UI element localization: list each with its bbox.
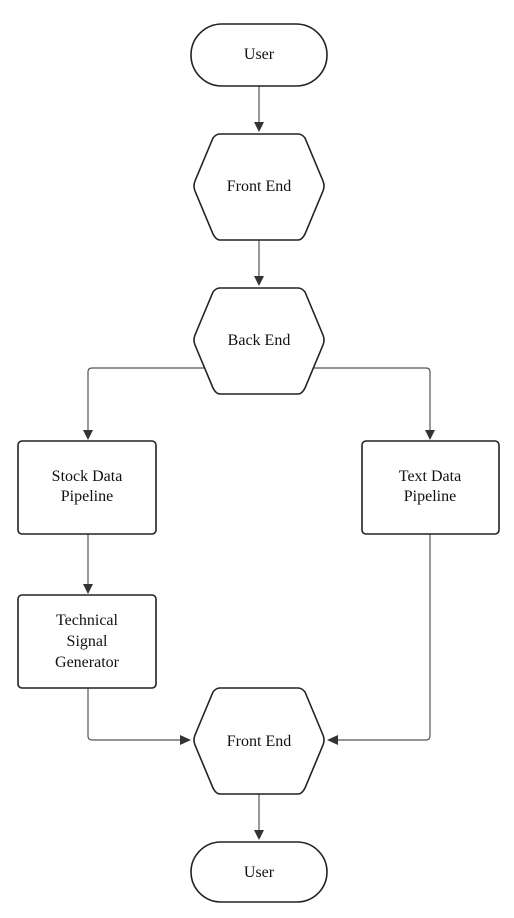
hexagon-shape bbox=[193, 133, 325, 241]
edge-text-to-frontend bbox=[338, 534, 431, 741]
node-front-end-bottom: Front End bbox=[193, 687, 325, 795]
hexagon-shape bbox=[193, 687, 325, 795]
terminal-shape bbox=[190, 841, 328, 903]
arrowhead bbox=[83, 430, 93, 440]
process-shape bbox=[17, 594, 157, 689]
node-user-top: User bbox=[190, 23, 328, 87]
arrowhead bbox=[254, 276, 264, 286]
arrowhead bbox=[83, 584, 93, 594]
node-label: Back End bbox=[228, 332, 291, 349]
node-label: Generator bbox=[55, 654, 120, 671]
terminal-shape bbox=[190, 23, 328, 87]
node-label: Technical bbox=[56, 612, 119, 629]
node-label: Signal bbox=[67, 633, 108, 650]
arrowhead bbox=[425, 430, 435, 440]
edge-technical-to-frontend bbox=[87, 688, 180, 741]
edge-backend-to-text-pipeline bbox=[312, 367, 431, 430]
node-label: Pipeline bbox=[404, 488, 456, 505]
node-text-data-pipeline: Text Data Pipeline bbox=[361, 440, 500, 535]
node-label: User bbox=[244, 864, 275, 881]
node-stock-data-pipeline: Stock Data Pipeline bbox=[17, 440, 157, 535]
node-label: Front End bbox=[227, 733, 291, 750]
arrowhead bbox=[254, 122, 264, 132]
node-user-bottom: User bbox=[190, 841, 328, 903]
edges bbox=[83, 86, 435, 840]
node-label: Text Data bbox=[399, 468, 461, 485]
node-front-end-top: Front End bbox=[193, 133, 325, 241]
process-shape bbox=[361, 440, 500, 535]
arrowhead bbox=[327, 735, 338, 745]
node-label: Front End bbox=[227, 178, 291, 195]
process-shape bbox=[17, 440, 157, 535]
node-technical-signal-generator: Technical Signal Generator bbox=[17, 594, 157, 689]
hexagon-shape bbox=[193, 287, 325, 395]
edge-backend-to-stock-pipeline bbox=[87, 367, 206, 430]
node-label: Pipeline bbox=[61, 488, 113, 505]
node-back-end: Back End bbox=[193, 287, 325, 395]
node-label: User bbox=[244, 46, 275, 63]
arrowhead bbox=[180, 735, 191, 745]
arrowhead bbox=[254, 830, 264, 840]
node-label: Stock Data bbox=[52, 468, 123, 485]
